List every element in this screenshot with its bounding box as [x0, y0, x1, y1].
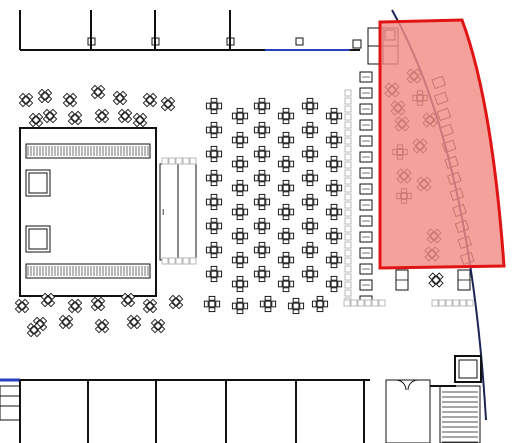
table-cluster: [231, 179, 249, 197]
table-cluster: [325, 203, 343, 221]
table-cluster: [117, 108, 133, 124]
table-cluster: [58, 314, 74, 330]
table-cluster: [90, 296, 106, 312]
table-cluster: [205, 241, 223, 259]
table-cluster: [301, 169, 319, 187]
table-clusters-center: [203, 97, 343, 315]
table-cluster: [301, 97, 319, 115]
seat-column: [359, 71, 373, 307]
table-cluster: [28, 112, 44, 128]
column-marker: [87, 37, 96, 46]
table-cluster: [325, 251, 343, 269]
table-cluster: [231, 131, 249, 149]
table-cluster: [277, 203, 295, 221]
table-cluster: [277, 251, 295, 269]
table-clusters-left: [14, 84, 184, 338]
table-cluster: [253, 193, 271, 211]
table-cluster: [325, 275, 343, 293]
table-cluster: [203, 295, 221, 313]
table-cluster: [253, 97, 271, 115]
table-cluster: [287, 297, 305, 315]
table-cluster: [231, 107, 249, 125]
aisle-markers: [161, 89, 474, 307]
table-cluster: [277, 275, 295, 293]
table-cluster: [112, 90, 128, 106]
table-cluster: [325, 107, 343, 125]
table-cluster: [231, 203, 249, 221]
table-cluster: [231, 275, 249, 293]
table-cluster: [168, 294, 184, 310]
table-cluster: [150, 318, 166, 334]
table-cluster: [205, 193, 223, 211]
table-cluster: [325, 227, 343, 245]
table-cluster: [205, 217, 223, 235]
table-cluster: [325, 131, 343, 149]
table-cluster: [40, 292, 56, 308]
table-cluster: [277, 131, 295, 149]
column-marker: [151, 37, 160, 46]
table-cluster: [301, 121, 319, 139]
table-cluster: [67, 298, 83, 314]
table-cluster: [253, 217, 271, 235]
table-cluster: [205, 97, 223, 115]
table-cluster: [90, 84, 106, 100]
table-cluster: [277, 179, 295, 197]
table-cluster: [325, 155, 343, 173]
table-cluster: [277, 155, 295, 173]
table-cluster: [67, 110, 83, 126]
stairwell: [439, 355, 482, 443]
table-cluster: [120, 292, 136, 308]
table-cluster: [205, 169, 223, 187]
table-cluster: [142, 298, 158, 314]
table-cluster: [301, 241, 319, 259]
table-cluster: [14, 298, 30, 314]
table-cluster: [301, 265, 319, 283]
table-cluster: [301, 145, 319, 163]
table-cluster: [231, 251, 249, 269]
bottom-walls: [0, 378, 456, 443]
table-cluster: [231, 227, 249, 245]
table-cluster: [231, 155, 249, 173]
table-cluster: [126, 314, 142, 330]
table-cluster: [259, 295, 277, 313]
table-cluster: [253, 241, 271, 259]
table-cluster: [94, 318, 110, 334]
table-cluster: [26, 322, 42, 338]
table-cluster: [37, 88, 53, 104]
table-cluster: [160, 96, 176, 112]
table-cluster: [205, 265, 223, 283]
table-cluster: [94, 108, 110, 124]
table-cluster: [428, 272, 444, 288]
table-cluster: [62, 92, 78, 108]
table-cluster: [205, 145, 223, 163]
table-cluster: [311, 295, 329, 313]
column-marker: [352, 39, 362, 49]
table-cluster: [231, 297, 249, 315]
table-cluster: [205, 121, 223, 139]
table-cluster: [253, 145, 271, 163]
table-cluster: [301, 217, 319, 235]
table-cluster: [253, 121, 271, 139]
selected-area-highlight[interactable]: [378, 18, 506, 270]
table-cluster: [18, 92, 34, 108]
top-walls: [19, 10, 362, 51]
table-cluster: [42, 108, 58, 124]
table-cluster: [277, 227, 295, 245]
table-cluster: [325, 179, 343, 197]
table-cluster: [132, 112, 148, 128]
column-marker: [295, 37, 304, 46]
svg-text:I: I: [162, 208, 164, 217]
table-cluster: [253, 265, 271, 283]
column-marker: [226, 37, 235, 46]
table-cluster: [253, 169, 271, 187]
table-cluster: [301, 193, 319, 211]
stage-area: I: [19, 127, 197, 297]
table-cluster: [142, 92, 158, 108]
table-cluster: [277, 107, 295, 125]
